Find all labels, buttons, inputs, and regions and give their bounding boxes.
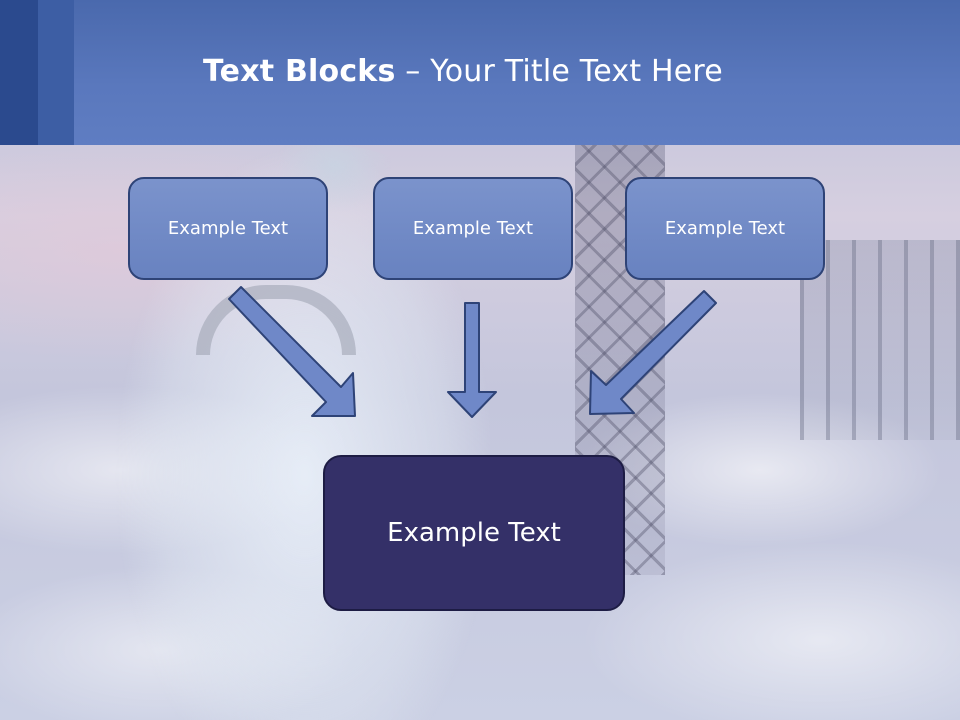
background-structure [800, 240, 960, 440]
main-text-block-label: Example Text [387, 518, 561, 548]
arrow-right [589, 290, 717, 415]
text-block-1[interactable]: Example Text [128, 177, 328, 280]
slide-title[interactable]: Text Blocks – Your Title Text Here [203, 54, 723, 98]
text-block-1-label: Example Text [167, 218, 289, 239]
title-header: Text Blocks – Your Title Text Here [0, 0, 960, 145]
main-text-block[interactable]: Example Text [323, 455, 625, 611]
header-accent-bar-light [38, 0, 74, 145]
text-block-3-label: Example Text [664, 218, 786, 239]
arrow-middle [447, 302, 497, 418]
title-dash: – [395, 54, 431, 89]
header-accent-bar [0, 0, 38, 145]
text-block-3[interactable]: Example Text [625, 177, 825, 280]
text-block-2-label: Example Text [412, 218, 534, 239]
title-bold-part: Text Blocks [203, 54, 396, 89]
text-block-2[interactable]: Example Text [373, 177, 573, 280]
arrow-left [228, 286, 356, 417]
title-rest-part: Your Title Text Here [430, 54, 723, 89]
